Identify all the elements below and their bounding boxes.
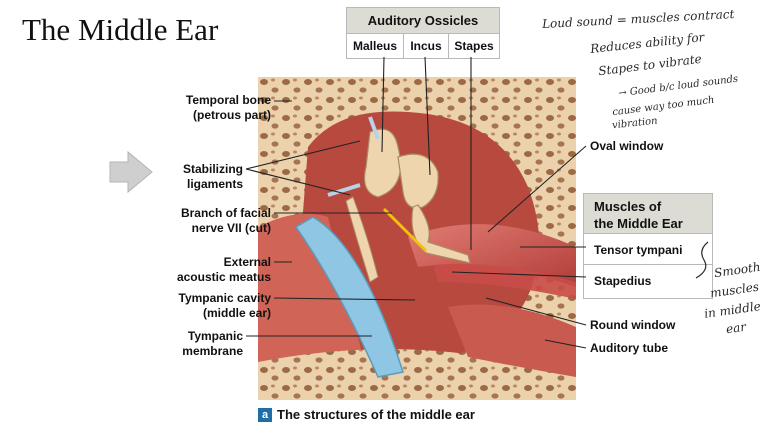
handwritten-bracket-icon	[695, 241, 709, 279]
muscles-header-line2: the Middle Ear	[594, 216, 683, 231]
incus-label: Incus	[404, 34, 449, 58]
label-facial-nerve: Branch of facial nerve VII (cut)	[180, 206, 271, 235]
stapes-shape	[411, 204, 471, 264]
label-temporal-bone: Temporal bone (petrous part)	[185, 93, 271, 122]
middle-ear-muscles-table: Muscles of the Middle Ear Tensor tympani…	[583, 193, 713, 299]
label-tympanic-membrane: Tympanic membrane	[182, 329, 243, 358]
muscles-header-line1: Muscles of	[594, 199, 662, 214]
incus-shape	[397, 153, 439, 209]
label-auditory-tube: Auditory tube	[590, 341, 668, 355]
facial-nerve-shape	[382, 207, 428, 253]
stapes-label: Stapes	[454, 39, 494, 53]
caption-badge: a	[258, 408, 272, 422]
label-tympanic-cavity: Tympanic cavity (middle ear)	[178, 291, 271, 320]
stapedius-label: Stapedius	[594, 274, 652, 288]
middle-ear-illustration	[258, 77, 576, 400]
label-oval-window: Oval window	[590, 139, 664, 153]
auditory-ossicles-table: Auditory Ossicles Malleus Incus Stapes	[346, 7, 500, 59]
tympanic-membrane-shape	[294, 216, 404, 378]
label-round-window: Round window	[590, 318, 676, 332]
malleus-handle-shape	[345, 196, 379, 283]
tensor-tympani-shape	[408, 224, 576, 287]
malleus-shape	[363, 128, 402, 198]
tensor-tympani-label: Tensor tympani	[584, 235, 712, 265]
label-stabilizing-ligaments: Stabilizing ligaments	[183, 162, 243, 191]
page-title: The Middle Ear	[22, 12, 219, 47]
figure-caption: a The structures of the middle ear	[258, 407, 475, 422]
external-acoustic-meatus-shape	[258, 213, 368, 382]
handwritten-side-4: ear	[725, 319, 747, 337]
caption-text: The structures of the middle ear	[277, 407, 475, 422]
pointer-arrow-icon	[109, 150, 153, 194]
malleus-label: Malleus	[347, 34, 404, 58]
muscles-header: Muscles of the Middle Ear	[584, 194, 712, 234]
auditory-tube-shape	[448, 304, 576, 377]
label-external-acoustic-meatus: External acoustic meatus	[176, 255, 271, 284]
auditory-ossicles-header: Auditory Ossicles	[347, 8, 499, 34]
